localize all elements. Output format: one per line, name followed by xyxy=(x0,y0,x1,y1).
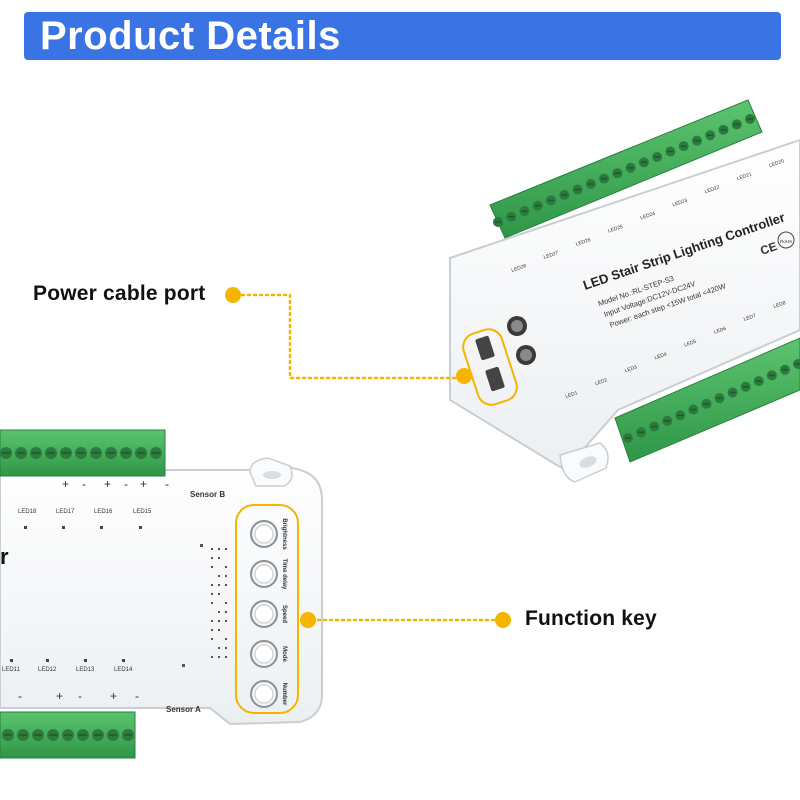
function-key-label: Function key xyxy=(525,607,657,630)
upper-bottom-terminal-block xyxy=(614,337,800,463)
svg-text:+: + xyxy=(110,689,117,703)
function-key-label: Speed xyxy=(281,605,287,623)
upper-led-label: LED2 xyxy=(594,377,608,387)
upper-led-label: LED28 xyxy=(511,263,528,274)
svg-text:-: - xyxy=(78,689,82,703)
edge-mark: r xyxy=(0,544,9,569)
upper-top-terminal-block xyxy=(489,99,763,239)
upper-led-label: LED25 xyxy=(607,224,624,235)
function-key-speed[interactable]: Speed xyxy=(250,600,287,628)
lower-top-terminal-block xyxy=(0,429,166,477)
sensor-a-label: Sensor A xyxy=(166,705,201,714)
upper-led-label: LED7 xyxy=(743,313,757,323)
svg-text:+: + xyxy=(62,477,69,491)
lower-led-label: LED18 xyxy=(18,509,37,515)
svg-text:-: - xyxy=(18,689,22,703)
svg-text:-: - xyxy=(165,477,169,491)
ce-mark: CE xyxy=(758,239,778,258)
function-key-label: Brightness xyxy=(281,518,287,550)
power-callout-leader xyxy=(225,287,472,384)
sensor-b-label: Sensor B xyxy=(190,490,225,499)
lower-led-label: LED12 xyxy=(38,667,57,673)
upper-led-label: LED5 xyxy=(684,339,698,349)
upper-led-label: LED6 xyxy=(713,326,727,336)
lower-bottom-terminal-block xyxy=(0,711,136,759)
upper-led-label: LED24 xyxy=(640,211,657,222)
upper-power-screws xyxy=(507,316,536,365)
upper-led-label: LED22 xyxy=(704,185,721,196)
function-key-label: Time delay xyxy=(281,559,287,591)
power-cable-port-label: Power cable port xyxy=(33,282,206,305)
upper-led-label: LED23 xyxy=(672,198,689,209)
function-callout-leader xyxy=(300,612,511,628)
upper-led-label: LED8 xyxy=(773,300,787,310)
function-key-brightness[interactable]: Brightness xyxy=(250,518,287,550)
header-banner: Product Details xyxy=(24,12,781,60)
function-key-mode[interactable]: Mode xyxy=(250,640,287,668)
page-title: Product Details xyxy=(40,14,341,58)
upper-led-label: LED21 xyxy=(736,171,753,182)
function-key-label: Number xyxy=(281,683,287,706)
upper-controller: LED Stair Strip Lighting Controller Mode… xyxy=(449,99,800,483)
svg-text:+: + xyxy=(104,477,111,491)
svg-text:+: + xyxy=(140,477,147,491)
function-key-time-delay[interactable]: Time delay xyxy=(250,559,287,591)
upper-led-label: LED3 xyxy=(624,364,638,374)
svg-text:-: - xyxy=(135,689,139,703)
upper-led-label: LED27 xyxy=(543,250,560,261)
lower-led-label: LED16 xyxy=(94,509,113,515)
function-key-label: Mode xyxy=(281,646,287,662)
lower-led-label: LED15 xyxy=(133,509,152,515)
lower-led-label: LED11 xyxy=(2,667,21,673)
upper-led-label: LED20 xyxy=(768,158,785,169)
lower-led-label: LED14 xyxy=(114,667,133,673)
svg-text:-: - xyxy=(124,477,128,491)
upper-led-label: LED4 xyxy=(654,352,668,362)
function-key-highlight xyxy=(235,504,299,714)
function-key-number[interactable]: Number xyxy=(250,680,287,708)
rohs-mark: RoHS xyxy=(780,239,792,244)
upper-led-label: LED1 xyxy=(565,390,579,400)
svg-text:+: + xyxy=(56,689,63,703)
upper-body xyxy=(449,138,800,472)
lower-led-label: LED13 xyxy=(76,667,95,673)
lower-led-label: LED17 xyxy=(56,509,75,515)
svg-text:-: - xyxy=(82,477,86,491)
upper-led-label: LED26 xyxy=(575,237,592,248)
